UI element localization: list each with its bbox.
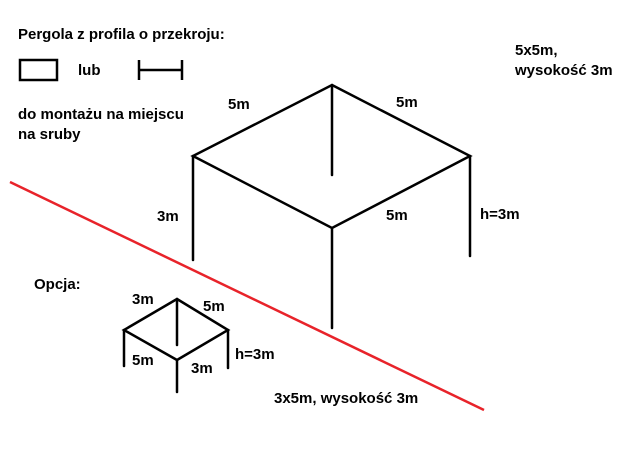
main-label-front-right: 5m: [386, 207, 408, 224]
main-spec-line1: 5x5m,: [515, 42, 558, 59]
rectangle-profile-icon: [18, 58, 59, 82]
mounting-text-line1: do montażu na miejscu: [18, 106, 184, 123]
option-pergola-frame: [121, 297, 231, 394]
option-title: Opcja:: [34, 276, 81, 293]
mounting-text-line2: na sruby: [18, 126, 81, 143]
main-spec-line2: wysokość 3m: [515, 62, 613, 79]
main-label-top-right: 5m: [396, 94, 418, 111]
i-beam-profile-icon: [137, 60, 184, 80]
option-label-height: h=3m: [235, 346, 275, 363]
or-label: lub: [78, 62, 101, 79]
option-label-front-left: 5m: [132, 352, 154, 369]
option-label-front-right: 3m: [191, 360, 213, 377]
main-label-top-left: 5m: [228, 96, 250, 113]
main-label-right-height: h=3m: [480, 206, 520, 223]
page-title: Pergola z profila o przekroju:: [18, 26, 225, 43]
option-label-top-left: 3m: [132, 291, 154, 308]
option-label-top-right: 5m: [203, 298, 225, 315]
main-pergola-frame: [190, 83, 473, 330]
divider-line: [9, 180, 485, 412]
option-spec: 3x5m, wysokość 3m: [274, 390, 419, 407]
main-label-left-height: 3m: [157, 208, 179, 225]
